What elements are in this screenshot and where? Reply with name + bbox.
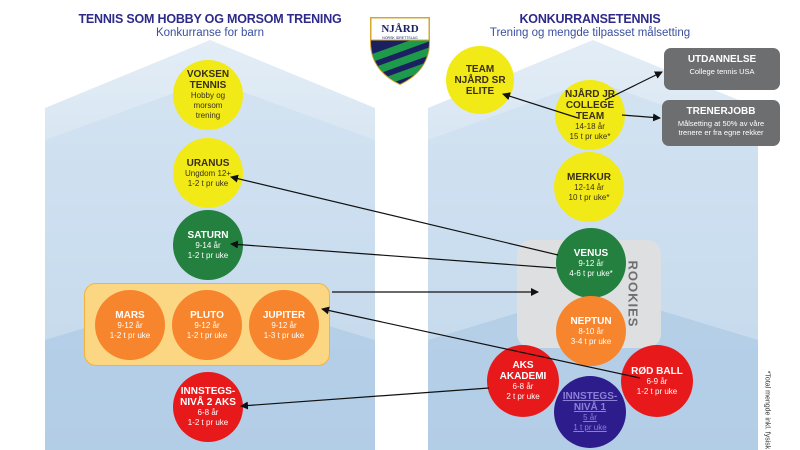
mars-line-2: 1-2 t pr uke (109, 330, 151, 340)
innstegs2-line-1: 6-8 år (197, 408, 219, 417)
venus-line-2: 4-6 t pr uke* (569, 268, 613, 278)
trenerjobb-text: Målsetting at 50% av våre trenere er fra… (677, 119, 765, 137)
circle-college-team: NJÅRD JR COLLEGE TEAM 14-18 år 15 t pr u… (555, 80, 625, 150)
college-line-1: 14-18 år (575, 121, 605, 131)
mars-name: MARS (115, 309, 145, 321)
neptun-line-1: 8-10 år (578, 326, 604, 336)
right-header-subtitle: Trening og mengde tilpasset målsetting (489, 27, 691, 39)
uranus-line-2: 1-2 t pr uke (187, 178, 229, 188)
trenerjobb-box: TRENERJOBB Målsetting at 50% av våre tre… (662, 100, 780, 146)
rookies-label: ROOKIES (625, 260, 641, 328)
pluto-name: PLUTO (190, 309, 224, 321)
college-line-2: 15 t pr uke* (569, 131, 611, 141)
neptun-line-2: 3-4 t pr uke (570, 336, 612, 346)
innstegs1-name: INNSTEGS-NIVÅ 1 (562, 391, 618, 413)
voksen-line-2: morsom (193, 101, 223, 110)
trenerjobb-title: TRENERJOBB (686, 106, 756, 117)
rod-ball-name: RØD BALL (631, 365, 683, 377)
circle-mars: MARS 9-12 år 1-2 t pr uke (95, 290, 165, 360)
innstegs2-line-2: 1-2 t pr uke (187, 418, 229, 427)
venus-line-1: 9-12 år (578, 258, 604, 268)
neptun-name: NEPTUN (570, 315, 612, 327)
right-header-title: KONKURRANSETENNIS (519, 12, 661, 26)
merkur-line-2: 10 t pr uke* (568, 192, 610, 202)
saturn-line-2: 1-2 t pr uke (187, 250, 229, 260)
merkur-name: MERKUR (567, 171, 611, 183)
team-elite-name: TEAM NJÅRD SR ELITE (454, 63, 506, 97)
saturn-name: SATURN (187, 229, 229, 241)
circle-innstegs-niva-1: INNSTEGS-NIVÅ 1 5 år 1 t pr uke (554, 376, 626, 448)
aks-akademi-name: AKS AKADEMI (499, 360, 547, 382)
saturn-line-1: 9-14 år (195, 240, 221, 250)
rod-ball-line-1: 6-9 år (646, 376, 668, 386)
jupiter-line-1: 9-12 år (271, 320, 297, 330)
innstegs2-name: INNSTEGS-NIVÅ 2 AKS (180, 386, 236, 408)
jupiter-name: JUPITER (262, 309, 306, 321)
right-header: KONKURRANSETENNIS Trening og mengde tilp… (420, 12, 760, 39)
rod-ball-line-2: 1-2 t pr uke (636, 386, 678, 396)
voksen-line-1: Hobby og (190, 91, 226, 100)
circle-innstegs-niva-2: INNSTEGS-NIVÅ 2 AKS 6-8 år 1-2 t pr uke (173, 372, 243, 442)
circle-rod-ball: RØD BALL 6-9 år 1-2 t pr uke (621, 345, 693, 417)
innstegs1-line-2: 1 t pr uke (573, 423, 607, 432)
college-name: NJÅRD JR COLLEGE TEAM (564, 88, 615, 122)
left-header: TENNIS SOM HOBBY OG MORSOM TRENING Konku… (40, 12, 380, 39)
circle-team-njard-elite: TEAM NJÅRD SR ELITE (446, 46, 514, 114)
circle-merkur: MERKUR 12-14 år 10 t pr uke* (554, 152, 624, 222)
circle-uranus: URANUS Ungdom 12+ 1-2 t pr uke (173, 138, 243, 208)
voksen-line-3: trening (195, 111, 221, 120)
pluto-line-2: 1-2 t pr uke (186, 330, 228, 340)
circle-aks-akademi: AKS AKADEMI 6-8 år 2 t pr uke (487, 345, 559, 417)
uranus-line-1: Ungdom 12+ (184, 168, 232, 178)
merkur-line-1: 12-14 år (574, 182, 604, 192)
svg-text:NJÅRD: NJÅRD (381, 23, 418, 35)
aks-akademi-line-1: 6-8 år (512, 382, 534, 391)
left-header-title: TENNIS SOM HOBBY OG MORSOM TRENING (78, 12, 342, 26)
footnote: *Total mengde inkl. fysisk (763, 370, 771, 450)
circle-jupiter: JUPITER 9-12 år 1-3 t pr uke (249, 290, 319, 360)
utdannelse-text: College tennis USA (689, 67, 755, 76)
innstegs1-line-1: 5 år (583, 413, 597, 422)
jupiter-line-2: 1-3 t pr uke (263, 330, 305, 340)
circle-neptun: NEPTUN 8-10 år 3-4 t pr uke (556, 296, 626, 366)
left-header-subtitle: Konkurranse for barn (155, 27, 265, 39)
circle-pluto: PLUTO 9-12 år 1-2 t pr uke (172, 290, 242, 360)
njard-logo: NJÅRD NORSK IDRETTSLAG (370, 17, 430, 86)
utdannelse-title: UTDANNELSE (687, 54, 757, 65)
circle-saturn: SATURN 9-14 år 1-2 t pr uke (173, 210, 243, 280)
svg-text:NORSK IDRETTSLAG: NORSK IDRETTSLAG (382, 36, 418, 40)
aks-akademi-line-2: 2 t pr uke (506, 392, 540, 401)
utdannelse-box: UTDANNELSE College tennis USA (664, 48, 780, 90)
pluto-line-1: 9-12 år (194, 320, 220, 330)
circle-voksen-tennis: VOKSEN TENNIS Hobby og morsom trening (173, 60, 243, 130)
mars-line-1: 9-12 år (117, 320, 143, 330)
circle-venus: VENUS 9-12 år 4-6 t pr uke* (556, 228, 626, 298)
voksen-name: VOKSEN TENNIS (186, 69, 230, 91)
uranus-name: URANUS (186, 157, 230, 169)
venus-name: VENUS (573, 247, 609, 259)
